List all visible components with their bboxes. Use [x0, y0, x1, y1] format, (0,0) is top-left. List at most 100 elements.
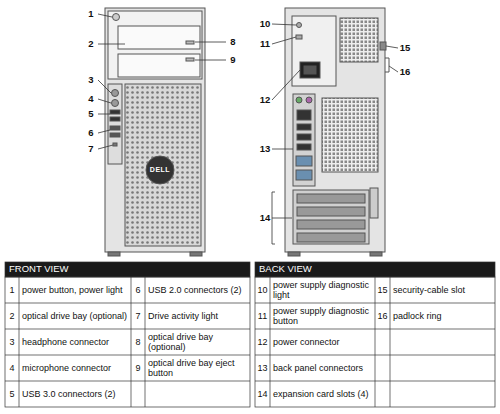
callout-number: 7	[88, 144, 93, 155]
callout-number: 2	[88, 39, 93, 50]
table-cell: microphone connector	[22, 363, 111, 373]
item-number-box: 2	[6, 303, 18, 329]
callout-number-box: 5	[84, 108, 98, 120]
table-header-box: FRONT VIEW	[7, 262, 247, 277]
table-cell-box: Drive activity light	[146, 303, 249, 329]
table-header: FRONT VIEW	[9, 264, 68, 275]
callout-number-box: 13	[258, 143, 272, 155]
table-cell: padlock ring	[393, 311, 442, 321]
table-cell: optical drive bay (optional)	[148, 332, 247, 353]
table-cell: optical drive bay (optional)	[22, 311, 127, 321]
callout-number-box: 7	[84, 143, 98, 155]
table-cell: power connector	[273, 337, 340, 347]
brand-logo: DELL	[150, 166, 170, 174]
callout-number: 12	[260, 95, 271, 106]
callout-number: 11	[260, 39, 270, 50]
callout-number: 1	[88, 9, 93, 20]
item-number: 11	[258, 311, 267, 321]
item-number: 10	[258, 285, 268, 295]
item-number: 7	[135, 311, 140, 321]
item-number: 15	[378, 285, 388, 295]
item-number: 5	[9, 389, 14, 399]
callout-number-box: 2	[84, 38, 98, 50]
callout-number-box: 6	[84, 127, 98, 139]
callout-number: 9	[230, 55, 235, 66]
callout-number-box: 9	[226, 54, 240, 66]
callout-number: 4	[88, 94, 93, 105]
item-number-box: 5	[6, 381, 18, 407]
item-number-box: 7	[132, 303, 144, 329]
item-number-box: 12	[256, 329, 269, 355]
callout-number-box: 14	[258, 212, 272, 224]
callout-number-box: 10	[258, 18, 272, 30]
table-cell-box: expansion card slots (4)	[271, 381, 374, 407]
table-cell-box: headphone connector	[20, 329, 130, 355]
table-cell-box: power supply diagnostic light	[271, 277, 374, 303]
callout-number: 6	[88, 128, 93, 139]
item-number-box: 16	[376, 303, 389, 329]
table-cell-box: optical drive bay (optional)	[146, 329, 249, 355]
item-number: 8	[135, 337, 140, 347]
callout-number: 3	[88, 75, 93, 86]
callout-number-box: 4	[84, 93, 98, 105]
callout-number-box: 3	[84, 74, 98, 86]
callout-number: 8	[230, 37, 235, 48]
item-number: 3	[9, 337, 14, 347]
table-cell-box: padlock ring	[391, 303, 494, 329]
table-cell: headphone connector	[22, 337, 109, 347]
table-cell-box: microphone connector	[20, 355, 130, 381]
table-cell-box: back panel connectors	[271, 355, 374, 381]
item-number-box: 3	[6, 329, 18, 355]
table-cell-box: power connector	[271, 329, 374, 355]
item-number: 9	[135, 363, 140, 373]
tables	[5, 262, 495, 407]
item-number: 13	[258, 363, 268, 373]
table-header-box: BACK VIEW	[257, 262, 493, 277]
callout-number-box: 8	[226, 36, 240, 48]
table-cell: Drive activity light	[148, 311, 218, 321]
callout-number-box: 15	[398, 42, 412, 54]
table-header: BACK VIEW	[259, 264, 312, 275]
item-number: 2	[9, 311, 14, 321]
table-cell-box: USB 3.0 connectors (2)	[20, 381, 130, 407]
front-tower	[105, 8, 205, 256]
item-number-box: 1	[6, 277, 18, 303]
table-cell-box: optical drive bay eject button	[146, 355, 249, 381]
table-cell-box: power button, power light	[20, 277, 130, 303]
item-number: 16	[378, 311, 388, 321]
callout-number: 5	[88, 109, 93, 120]
item-number: 1	[9, 285, 14, 295]
item-number-box: 14	[256, 381, 269, 407]
callout-number: 14	[260, 213, 271, 224]
item-number-box: 9	[132, 355, 144, 381]
item-number: 14	[258, 389, 268, 399]
callout-number: 13	[260, 144, 271, 155]
table-cell-box: USB 2.0 connectors (2)	[146, 277, 249, 303]
table-cell-box: security-cable slot	[391, 277, 494, 303]
table-cell: optical drive bay eject button	[148, 358, 247, 379]
table-cell: security-cable slot	[393, 285, 465, 295]
table-cell-box: optical drive bay (optional)	[20, 303, 130, 329]
item-number-box: 11	[256, 303, 269, 329]
item-number-box: 4	[6, 355, 18, 381]
item-number-box: 13	[256, 355, 269, 381]
callout-number-box: 16	[398, 66, 412, 78]
callout-number: 16	[400, 67, 411, 78]
item-number-box: 6	[132, 277, 144, 303]
callout-number: 10	[260, 19, 271, 30]
table-cell: expansion card slots (4)	[273, 389, 369, 399]
table-cell: power button, power light	[22, 285, 123, 295]
callout-number-box: 1	[84, 8, 98, 20]
item-number-box: 15	[376, 277, 389, 303]
item-number: 6	[135, 285, 140, 295]
callout-number-box: 12	[258, 94, 272, 106]
item-number-box: 8	[132, 329, 144, 355]
table-cell: power supply diagnostic button	[273, 306, 372, 327]
leader-lines	[98, 14, 398, 244]
callout-number: 15	[400, 43, 411, 54]
item-number: 4	[9, 363, 14, 373]
table-cell: power supply diagnostic light	[273, 280, 372, 301]
item-number-box: 10	[256, 277, 269, 303]
